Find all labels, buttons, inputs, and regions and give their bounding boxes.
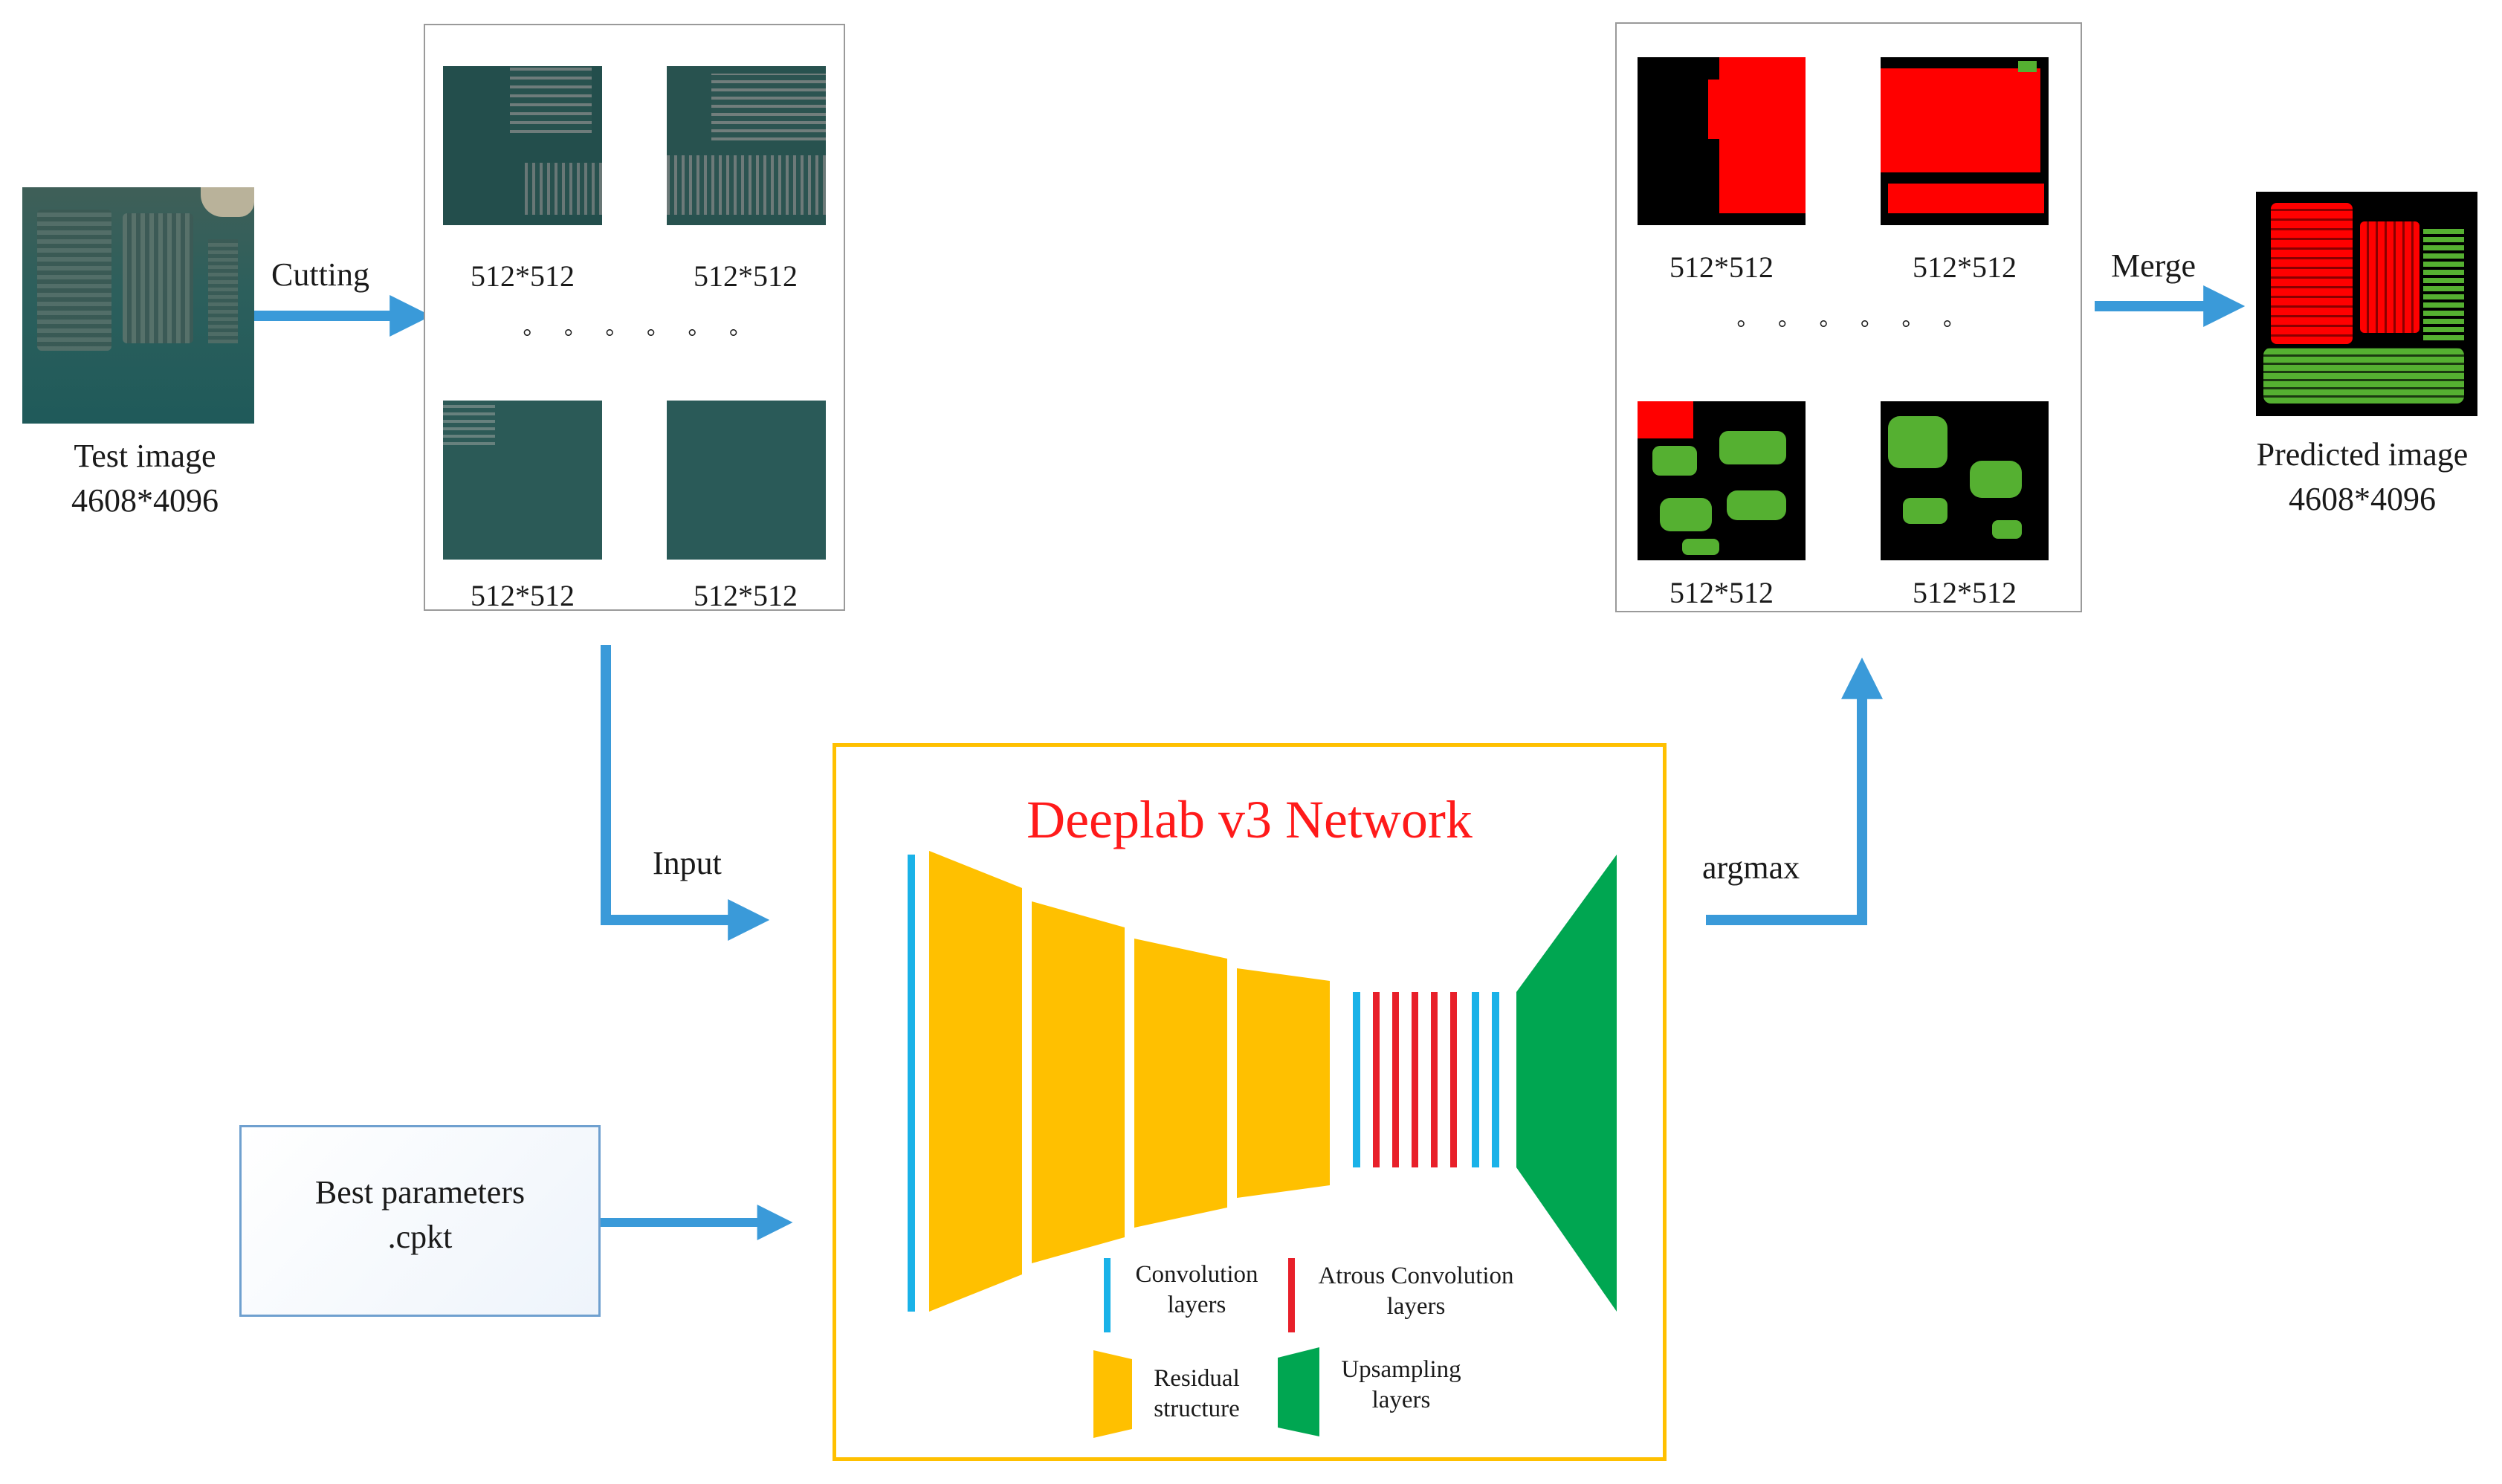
conv-layer — [908, 855, 915, 1312]
atrous-conv-layer — [1450, 992, 1457, 1167]
atrous-conv-layer — [1392, 992, 1399, 1167]
atrous-conv-layer — [1431, 992, 1438, 1167]
legend-upsampling-mark — [1278, 1347, 1319, 1436]
best-parameters-line1: Best parameters — [314, 1174, 526, 1211]
mask-tile-2 — [1881, 57, 2049, 225]
upsampling-block — [1516, 855, 1617, 1312]
cutting-label: Cutting — [271, 256, 370, 293]
prediction-tiles-panel: 512*512 512*512 ° ° ° ° ° ° 512*512 512*… — [1615, 22, 2082, 612]
best-parameters-line2: .cpkt — [387, 1219, 453, 1255]
input-tile-2 — [667, 66, 826, 225]
mask-tile-label-3: 512*512 — [1669, 576, 1774, 609]
input-tile-label-2: 512*512 — [694, 259, 798, 293]
input-arrow — [601, 645, 770, 941]
atrous-conv-layer — [1412, 992, 1418, 1167]
argmax-arrow — [1706, 657, 1883, 925]
mask-tile-3 — [1638, 401, 1806, 560]
residual-block — [929, 851, 1022, 1312]
input-tile-label-4: 512*512 — [694, 579, 798, 612]
legend-atrous-mark — [1288, 1258, 1295, 1332]
conv-layer — [1472, 992, 1479, 1167]
input-tile-1 — [443, 66, 602, 225]
argmax-label: argmax — [1702, 849, 1800, 886]
residual-block — [1134, 939, 1227, 1228]
legend-conv-mark — [1104, 1258, 1111, 1332]
input-tile-label-1: 512*512 — [471, 259, 575, 293]
mask-tile-1 — [1638, 57, 1806, 225]
input-tiles-panel: 512*512 512*512 ° ° ° ° ° ° 512*512 512*… — [424, 24, 845, 611]
predicted-image — [2256, 192, 2477, 416]
legend-upsampling-line1: Upsampling — [1341, 1356, 1461, 1383]
residual-block — [1032, 901, 1125, 1263]
test-image-title: Test image — [74, 438, 216, 474]
input-tile-3 — [443, 401, 602, 560]
legend-conv-line2: layers — [1167, 1292, 1226, 1319]
network-title: Deeplab v3 Network — [1027, 790, 1473, 849]
predicted-image-caption: Predicted image 4608*4096 — [2223, 438, 2502, 516]
legend-residual-text: Residual structure — [1141, 1364, 1252, 1425]
atrous-conv-layer — [1373, 992, 1380, 1167]
legend-upsampling-text: Upsampling layers — [1331, 1355, 1472, 1416]
mask-tile-label-2: 512*512 — [1913, 250, 2017, 284]
test-image-caption: Test image 4608*4096 — [22, 440, 268, 517]
predicted-image-size: 4608*4096 — [2289, 481, 2436, 517]
legend-residual-mark — [1093, 1350, 1132, 1438]
legend-atrous-line2: layers — [1386, 1293, 1446, 1321]
legend-atrous-line1: Atrous Convolution — [1318, 1263, 1514, 1289]
predicted-image-title: Predicted image — [2256, 436, 2469, 473]
legend-conv-line1: Convolution — [1135, 1261, 1258, 1288]
legend-upsampling-line2: layers — [1371, 1387, 1431, 1414]
test-image — [22, 187, 254, 424]
conv-layer — [1353, 992, 1360, 1167]
residual-block — [1237, 968, 1330, 1198]
legend-conv-text: Convolution layers — [1130, 1260, 1264, 1321]
ellipsis: ° ° ° ° ° ° — [523, 325, 751, 349]
conv-layer — [1492, 992, 1499, 1167]
merge-label: Merge — [2111, 247, 2196, 284]
mask-tile-label-1: 512*512 — [1669, 250, 1774, 284]
input-tile-4 — [667, 401, 826, 560]
legend-residual-line2: structure — [1154, 1396, 1240, 1423]
network-architecture — [908, 851, 1617, 1438]
ellipsis: ° ° ° ° ° ° — [1736, 316, 1965, 340]
input-label: Input — [653, 845, 722, 881]
test-image-size: 4608*4096 — [71, 482, 219, 519]
legend-atrous-text: Atrous Convolution layers — [1305, 1261, 1528, 1323]
mask-tile-4 — [1881, 401, 2049, 560]
network-box: Deeplab v3 Network Convolution layers At… — [833, 743, 1667, 1461]
mask-tile-label-4: 512*512 — [1913, 576, 2017, 609]
legend-residual-line1: Residual — [1154, 1365, 1240, 1392]
input-tile-label-3: 512*512 — [471, 579, 575, 612]
best-parameters-box: Best parameters .cpkt — [239, 1125, 601, 1317]
